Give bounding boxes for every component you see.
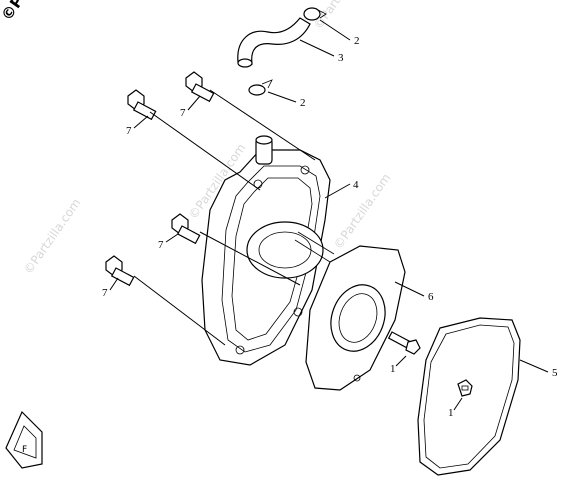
callout-labels: 2 3 2 7 7 4 7 7 6 5 1 1	[102, 35, 558, 419]
callout-3: 3	[338, 52, 344, 64]
callout-7-d: 7	[102, 287, 108, 299]
callout-6: 6	[428, 291, 434, 303]
watermark-top: ©Partzilla.com	[311, 0, 373, 32]
bolt-part-7-d	[105, 255, 135, 287]
callout-1-a: 1	[390, 363, 396, 375]
bolt-part-7-a	[127, 89, 157, 121]
callout-4: 4	[353, 179, 359, 191]
leader-lines	[109, 19, 549, 411]
plate-part-6	[305, 245, 406, 391]
callout-7-c: 7	[158, 239, 164, 251]
callout-2-lower: 2	[300, 97, 306, 109]
bolt-part-7-c	[171, 213, 201, 245]
hose-clamp-part-2-upper	[303, 7, 327, 21]
watermark-left: ©Partzilla.com	[21, 196, 83, 277]
gasket-part-5	[417, 317, 521, 476]
svg-text:F: F	[22, 445, 27, 455]
watermark-right: ©Partzilla.com	[331, 171, 393, 252]
callout-1-b: 1	[448, 407, 454, 419]
housing-part-4	[201, 135, 335, 366]
bolt-part-7-b	[185, 71, 215, 103]
screw-part-1-b	[457, 379, 473, 397]
callout-7-a: 7	[126, 125, 132, 137]
front-direction-arrow-icon: F	[5, 410, 43, 469]
screw-part-1-a	[387, 331, 421, 355]
hose-clamp-part-2-lower	[248, 79, 273, 96]
watermark-corner: ©P	[0, 0, 27, 24]
callout-2-upper: 2	[354, 35, 360, 47]
callout-5: 5	[552, 367, 558, 379]
callout-7-b: 7	[180, 107, 186, 119]
hose-part-3	[237, 17, 311, 68]
